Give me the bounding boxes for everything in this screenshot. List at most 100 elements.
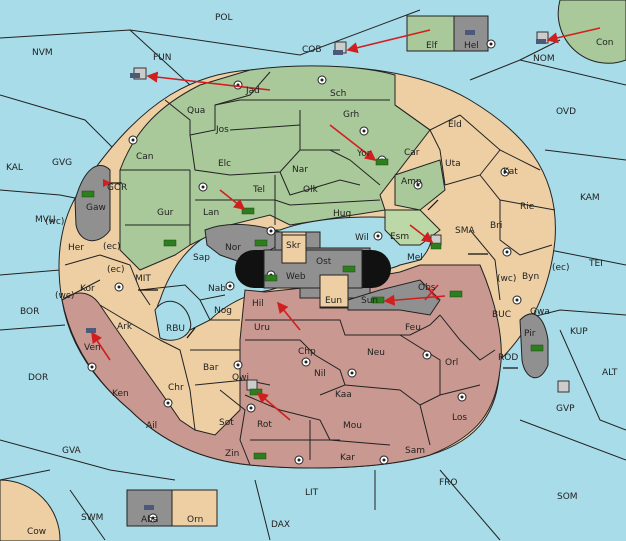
unit-gvp-box bbox=[557, 380, 570, 393]
label-orl: Orl bbox=[445, 358, 458, 368]
label-nor: Nor bbox=[225, 243, 241, 253]
label-con: Con bbox=[596, 38, 614, 48]
label-web: Web bbox=[286, 272, 306, 282]
label-los: Los bbox=[452, 413, 467, 423]
label-bri: Bri bbox=[490, 221, 502, 231]
army-nor bbox=[254, 239, 268, 247]
label-ec3: (ec) bbox=[552, 263, 570, 273]
label-alt: ALT bbox=[602, 368, 618, 378]
label-wc2: (wc) bbox=[55, 291, 74, 301]
label-dax: DAX bbox=[271, 520, 290, 530]
label-pol: POL bbox=[215, 13, 233, 23]
label-kam: KAM bbox=[580, 193, 600, 203]
region-con[interactable] bbox=[557, 0, 626, 64]
region-orn[interactable] bbox=[171, 489, 218, 527]
label-nab: Nab bbox=[208, 284, 226, 294]
label-grh: Grh bbox=[343, 110, 359, 120]
label-uru: Uru bbox=[254, 323, 270, 333]
label-elc: Elc bbox=[218, 159, 231, 169]
army-obs bbox=[449, 290, 463, 298]
label-hil: Hil bbox=[252, 299, 264, 309]
label-rod: ROD bbox=[498, 353, 518, 363]
label-nvm: NVM bbox=[32, 48, 53, 58]
label-lit: LIT bbox=[305, 488, 319, 498]
label-gva: GVA bbox=[62, 446, 82, 456]
label-bor: BOR bbox=[20, 307, 39, 317]
label-dor: DOR bbox=[28, 373, 48, 383]
army-yor bbox=[375, 158, 389, 166]
label-gvg: GVG bbox=[52, 158, 72, 168]
region-skr-top bbox=[281, 234, 307, 264]
label-ail: Ail bbox=[146, 421, 157, 431]
region-cow[interactable] bbox=[0, 479, 61, 541]
sector-north-green bbox=[119, 65, 431, 271]
label-sam: Sam bbox=[405, 446, 425, 456]
label-gur: Gur bbox=[157, 208, 174, 218]
label-chr: Chr bbox=[168, 383, 184, 393]
label-sch: Sch bbox=[330, 89, 346, 99]
label-neu: Neu bbox=[367, 348, 385, 358]
canal-arrows bbox=[102, 178, 518, 369]
label-kat: Kat bbox=[503, 167, 518, 177]
fleet-cob bbox=[333, 50, 343, 55]
label-sot: Sot bbox=[219, 418, 234, 428]
label-skr: Skr bbox=[286, 241, 301, 251]
label-elf: Elf bbox=[426, 41, 438, 51]
label-bar: Bar bbox=[203, 363, 219, 373]
label-car: Car bbox=[404, 148, 420, 158]
label-hel: Hel bbox=[464, 41, 479, 51]
label-tei: TEI bbox=[588, 259, 603, 269]
label-rbu: RBU bbox=[166, 324, 185, 334]
label-nog: Nog bbox=[214, 306, 232, 316]
label-gwa: Gwa bbox=[530, 307, 550, 317]
order-arrows bbox=[91, 27, 601, 421]
label-mel: Mel bbox=[407, 253, 423, 263]
sector-south-brown bbox=[61, 264, 502, 469]
label-yor: Yor bbox=[356, 149, 371, 159]
label-sma: SMA bbox=[455, 226, 475, 236]
label-her: Her bbox=[68, 243, 84, 253]
label-byn: Byn bbox=[522, 272, 539, 282]
label-sap: Sap bbox=[193, 253, 210, 263]
label-kar: Kar bbox=[340, 453, 355, 463]
label-buc: BUC bbox=[492, 310, 511, 320]
army-pir bbox=[530, 344, 544, 352]
label-ovd: OVD bbox=[556, 107, 576, 117]
region-gaw[interactable] bbox=[74, 165, 111, 242]
army-web bbox=[264, 274, 278, 282]
label-ec2: (ec) bbox=[107, 265, 125, 275]
army-lan bbox=[241, 207, 255, 215]
label-chp: Chp bbox=[298, 347, 316, 357]
label-gor: GOR bbox=[107, 183, 127, 193]
fleet-hel bbox=[465, 30, 475, 35]
label-fro: FRO bbox=[439, 478, 458, 488]
label-sun: Sun bbox=[361, 296, 378, 306]
label-uta: Uta bbox=[445, 159, 461, 169]
label-pir: Pir bbox=[524, 329, 536, 339]
label-fun: FUN bbox=[153, 53, 172, 63]
label-cow: Cow bbox=[27, 527, 46, 537]
army-zin bbox=[253, 452, 267, 460]
label-lan: Lan bbox=[203, 208, 219, 218]
label-feu: Feu bbox=[405, 323, 421, 333]
label-tel: Tel bbox=[252, 185, 265, 195]
label-wc3: (wc) bbox=[497, 274, 516, 284]
label-gaw: Gaw bbox=[86, 203, 106, 213]
label-mit: MIT bbox=[135, 274, 151, 284]
label-aba: Aba bbox=[141, 515, 158, 525]
label-obs: Obs bbox=[418, 283, 436, 293]
label-can: Can bbox=[136, 152, 154, 162]
sea-borders bbox=[0, 9, 626, 541]
army-gaw bbox=[81, 190, 95, 198]
label-orn: Orn bbox=[187, 515, 203, 525]
fleet-nom bbox=[536, 39, 546, 44]
label-rie: Rie bbox=[520, 202, 535, 212]
label-nom: NOM bbox=[533, 54, 555, 64]
army-mel bbox=[430, 242, 442, 250]
label-kal: KAL bbox=[6, 163, 23, 173]
label-zin: Zin bbox=[225, 449, 239, 459]
label-wc1: (wc) bbox=[45, 217, 64, 227]
label-esm: Esm bbox=[390, 232, 409, 242]
army-sap bbox=[163, 239, 177, 247]
